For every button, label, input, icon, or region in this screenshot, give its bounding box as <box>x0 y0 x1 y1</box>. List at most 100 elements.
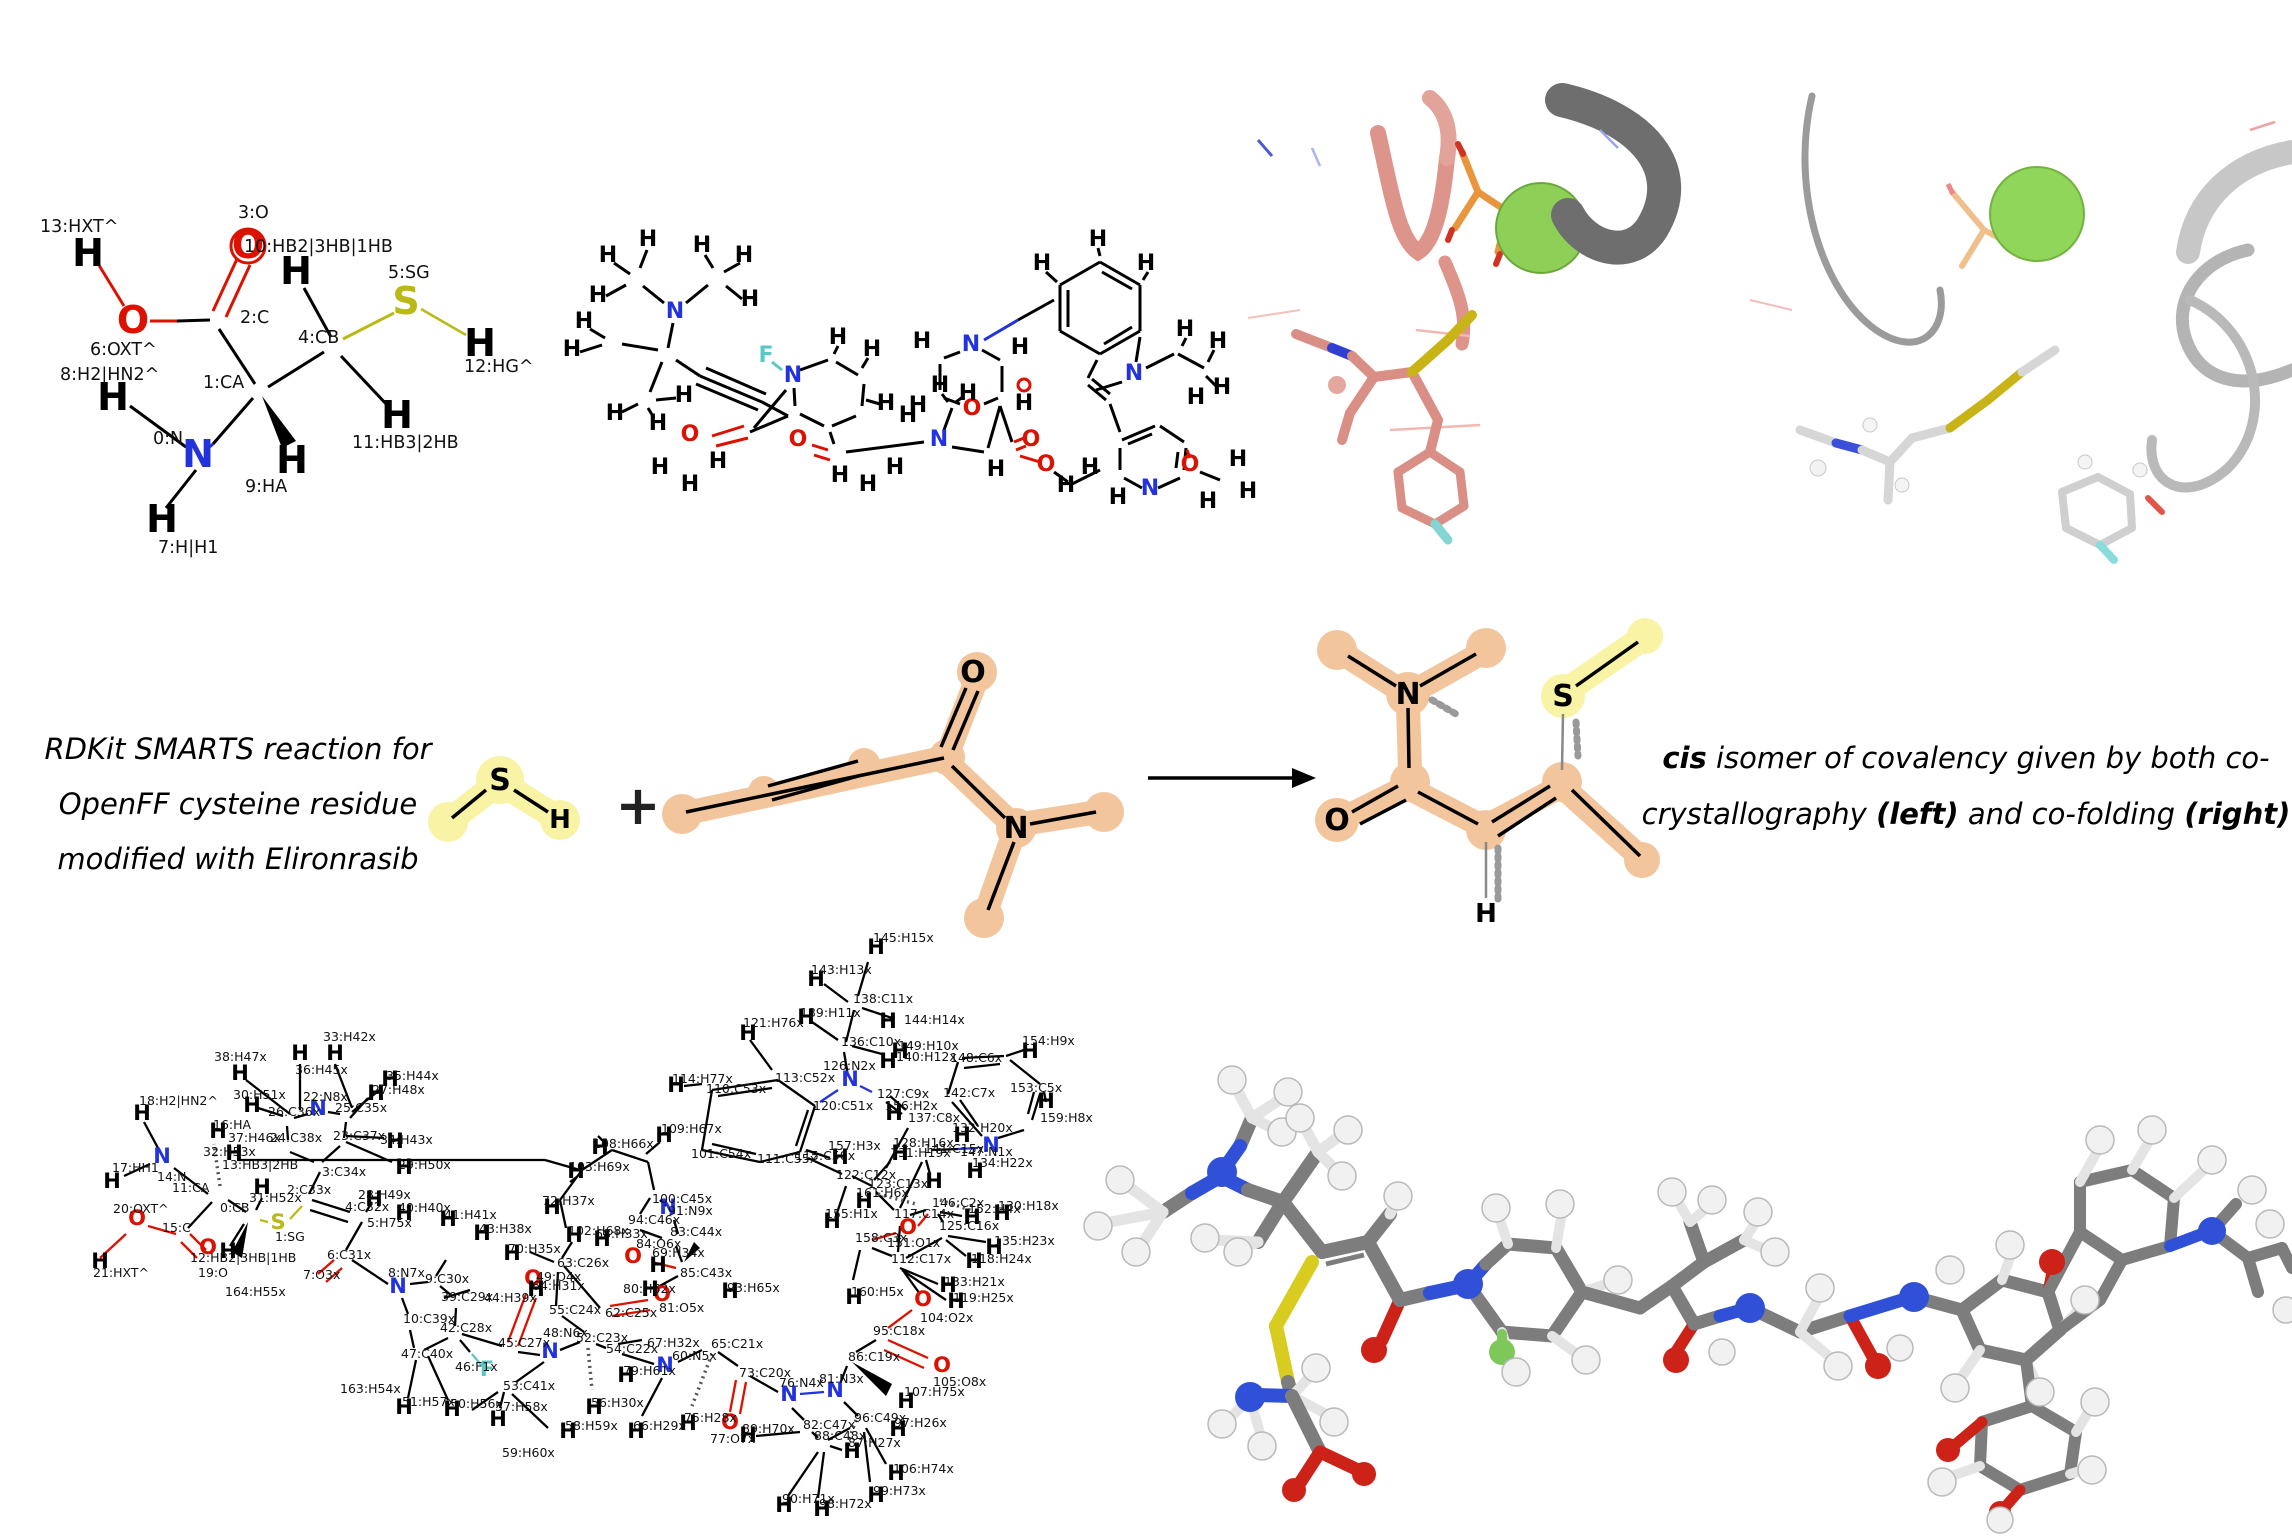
atom-H: H <box>326 1041 344 1065</box>
atom-map-label: 133:H21x <box>944 1274 1005 1289</box>
bond <box>2126 1164 2180 1204</box>
atom-map-label: 159:H8x <box>1040 1110 1093 1125</box>
atom-map-label: 50:H56x <box>450 1396 503 1411</box>
atom-N: N <box>1395 677 1420 712</box>
bond <box>439 1285 453 1297</box>
bond <box>1407 367 1443 425</box>
bond <box>674 1245 684 1263</box>
bond <box>498 1391 506 1409</box>
atom-map-label: 70:H35x <box>508 1241 561 1256</box>
atom-sphere <box>1809 459 1827 477</box>
atom-S: S <box>1552 679 1574 714</box>
bond <box>1549 1241 1589 1299</box>
atom-map-label: 34:H43x <box>380 1132 433 1147</box>
atom-O: O <box>199 1235 217 1259</box>
bond <box>685 756 945 814</box>
atom-N: N <box>666 299 684 324</box>
wedge-bond <box>1292 768 1316 788</box>
bond <box>711 424 745 438</box>
bond <box>717 1086 773 1098</box>
bond <box>997 1128 1025 1140</box>
bond <box>695 382 759 412</box>
bond <box>1337 408 1355 445</box>
atom-map-label: 79:H61x <box>623 1363 676 1378</box>
bond <box>443 1288 471 1300</box>
bond <box>811 1431 819 1439</box>
atom-map-label: 0:CB <box>220 1200 249 1215</box>
bond <box>832 345 840 355</box>
atom-H: H <box>243 1093 261 1117</box>
bond <box>345 1134 385 1140</box>
atom-map-label: 26:C36x <box>268 1104 320 1119</box>
bond <box>1844 1310 1878 1362</box>
atom-map-label: 91:N9x <box>668 1203 713 1218</box>
atom-map-label: 128:H16x <box>893 1135 954 1150</box>
bond <box>517 1350 541 1357</box>
bond <box>945 1239 967 1257</box>
cartoon-tube <box>1422 90 1457 166</box>
atom-sphere <box>1273 1077 1303 1107</box>
atom-sphere <box>2272 1296 2292 1324</box>
bond <box>703 254 715 269</box>
atom-map-label: 123:C13x <box>868 1176 928 1191</box>
atom-map-label: 126:N2x <box>823 1058 876 1073</box>
atom-H: H <box>575 309 593 334</box>
bond <box>1185 449 1192 459</box>
bond <box>646 1161 656 1191</box>
atom-map-label: 153:C5x <box>1010 1080 1062 1095</box>
bond <box>1451 188 1482 232</box>
atom-H: H <box>1137 251 1155 276</box>
atom-N: N <box>182 432 214 476</box>
bond <box>461 1332 503 1348</box>
bond <box>959 1099 979 1127</box>
atom-map-label: 109:H67x <box>661 1121 722 1136</box>
atom-map-label: 2:C33x <box>287 1182 331 1197</box>
panel-cofold-3d <box>1545 83 2292 564</box>
bond <box>2075 1145 2103 1187</box>
bond <box>1177 352 1205 370</box>
atom-map-label: 94:C46x <box>628 1212 680 1227</box>
atom-H: H <box>823 1209 841 1233</box>
bond <box>164 469 198 509</box>
bond <box>211 397 255 445</box>
atom-map-label: 97:H26x <box>894 1415 947 1430</box>
bond <box>333 1063 354 1109</box>
atom-S: S <box>392 279 419 323</box>
atom-H: H <box>591 1135 609 1159</box>
bond <box>1019 454 1041 464</box>
bond <box>1560 713 1565 771</box>
bond <box>1015 444 1027 452</box>
bond <box>506 1293 528 1343</box>
bond <box>1276 1195 1329 1259</box>
bond <box>877 1192 917 1206</box>
atom-map-label: 58:H59x <box>565 1418 618 1433</box>
bond <box>725 284 743 301</box>
bond <box>771 773 863 802</box>
atom-H: H <box>585 1395 603 1419</box>
bond <box>1071 468 1101 486</box>
atom-H: H <box>965 1249 983 1273</box>
bond <box>311 1198 351 1214</box>
atom-map-label: 22:N8x <box>303 1089 348 1104</box>
bond <box>450 788 488 820</box>
atom-map-label: 85:C43x <box>680 1265 732 1280</box>
atom-H: H <box>877 391 895 416</box>
atom-sphere <box>2197 1145 2227 1175</box>
atom-map-label: 130:H18x <box>998 1198 1059 1213</box>
bond <box>871 1231 897 1242</box>
bond <box>711 1142 757 1156</box>
atom-H: H <box>709 449 727 474</box>
bond <box>342 311 395 341</box>
bond <box>1204 374 1218 388</box>
bond <box>1697 1233 1751 1269</box>
bond <box>1445 227 1455 243</box>
bond <box>1375 1293 1407 1347</box>
bond <box>640 1377 664 1417</box>
bond <box>2249 120 2276 132</box>
bond <box>983 396 999 406</box>
atom-H: H <box>651 455 669 480</box>
atom-O: O <box>681 422 700 447</box>
bond <box>813 453 831 462</box>
atom-map-label: 14:N <box>157 1169 186 1184</box>
atom-sphere <box>1207 1157 1237 1187</box>
